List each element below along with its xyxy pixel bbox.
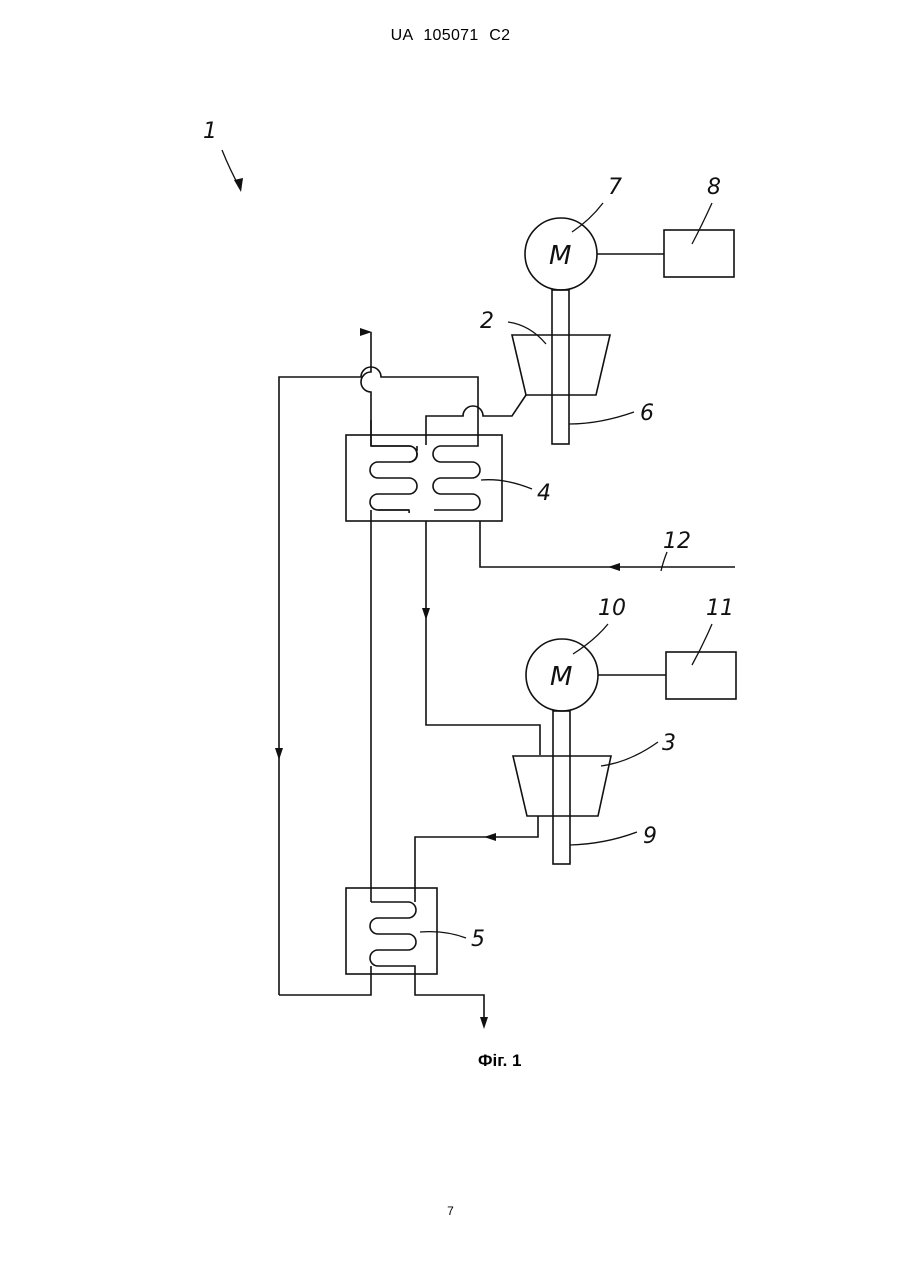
leader-11	[692, 624, 712, 665]
leader-9	[570, 832, 637, 845]
compressor-3	[513, 756, 611, 816]
leader-12	[661, 552, 667, 571]
leader-4	[481, 480, 532, 489]
hx5-return-line	[279, 966, 371, 995]
heat-exchanger-4	[346, 435, 502, 521]
ref-numeral-11: 11	[706, 596, 734, 621]
ref-numeral-9: 9	[643, 824, 657, 849]
shaft-9	[553, 711, 570, 864]
inlet-arrow-12	[608, 563, 620, 571]
heat-exchanger-5	[346, 888, 437, 974]
leader-10	[573, 624, 608, 654]
hx4-right-coil	[433, 420, 480, 510]
shaft-6	[552, 290, 569, 444]
page-number: 7	[0, 1204, 901, 1218]
hx4-to-compressor3-line	[426, 521, 540, 755]
down-flow-arrow-left	[275, 748, 283, 760]
system-reference: 1	[203, 119, 243, 192]
hx5-coil	[370, 902, 484, 1018]
ref-numeral-4: 4	[537, 481, 551, 506]
ref-numeral-3: 3	[662, 731, 676, 756]
down-flow-arrow-middle	[422, 608, 430, 620]
hx4-outlet-up	[361, 332, 371, 446]
drive-11-box	[666, 652, 736, 699]
ref-numeral-5: 5	[471, 927, 485, 952]
hx4-left-coil-upper	[371, 446, 417, 462]
motor-10: M	[526, 639, 598, 711]
leader-5	[420, 932, 466, 938]
flow-arrow-to-hx5	[484, 833, 496, 841]
leader-8	[692, 203, 712, 244]
ref-numeral-2: 2	[480, 309, 494, 334]
hx4-left-coil	[370, 420, 417, 513]
ref-numeral-1: 1	[203, 119, 217, 144]
motor-10-symbol: M	[550, 662, 572, 692]
compressor-2	[512, 335, 610, 395]
motor-7-symbol: M	[549, 241, 571, 271]
compressor3-to-hx5-line	[415, 816, 538, 902]
leader-6	[569, 412, 634, 424]
ref-numeral-6: 6	[640, 401, 654, 426]
hx5-outlet-arrow	[480, 1017, 488, 1029]
ref-numeral-12: 12	[663, 529, 691, 554]
ref-numeral-7: 7	[608, 175, 622, 200]
drive-8-box	[664, 230, 734, 277]
inlet-line-12	[480, 521, 735, 567]
leader-7	[572, 203, 603, 232]
system-arrowhead	[234, 178, 243, 192]
ref-numeral-8: 8	[707, 175, 721, 200]
motor-7: M	[525, 218, 597, 290]
ref-numeral-10: 10	[598, 596, 626, 621]
figure-caption: Фіг. 1	[478, 1051, 522, 1070]
hx4-to-compressor2-line	[426, 395, 526, 445]
